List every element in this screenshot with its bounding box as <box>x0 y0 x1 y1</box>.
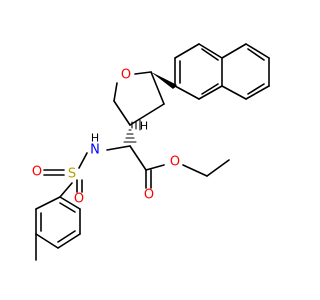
sulfonyl-oxygen-left-label: O <box>32 165 42 180</box>
carbonyl-oxygen-label: O <box>144 188 154 203</box>
molecule-structure: O N H S O O O O H <box>32 43 270 261</box>
hash-bond-sidechain <box>123 129 137 143</box>
naphthalene-group <box>174 43 270 100</box>
molecule-canvas: O N H S O O O O H <box>32 43 270 261</box>
sulfonyl-oxygen-bottom-label: O <box>74 192 84 207</box>
hash-bond-h <box>131 119 141 131</box>
amine-hydrogen-label: H <box>91 132 99 145</box>
thf-ring <box>113 71 177 143</box>
ester-group <box>106 145 230 189</box>
stereo-hydrogen-label: H <box>140 120 148 133</box>
ring-oxygen-label: O <box>121 68 131 83</box>
tolyl-ring <box>35 196 81 261</box>
ester-oxygen-label: O <box>170 155 180 170</box>
sulfur-label: S <box>68 167 76 182</box>
amine-nitrogen-label: N <box>90 143 100 158</box>
atom-labels: O N H S O O O O H <box>32 68 180 207</box>
sulfonamide-group <box>43 152 88 198</box>
